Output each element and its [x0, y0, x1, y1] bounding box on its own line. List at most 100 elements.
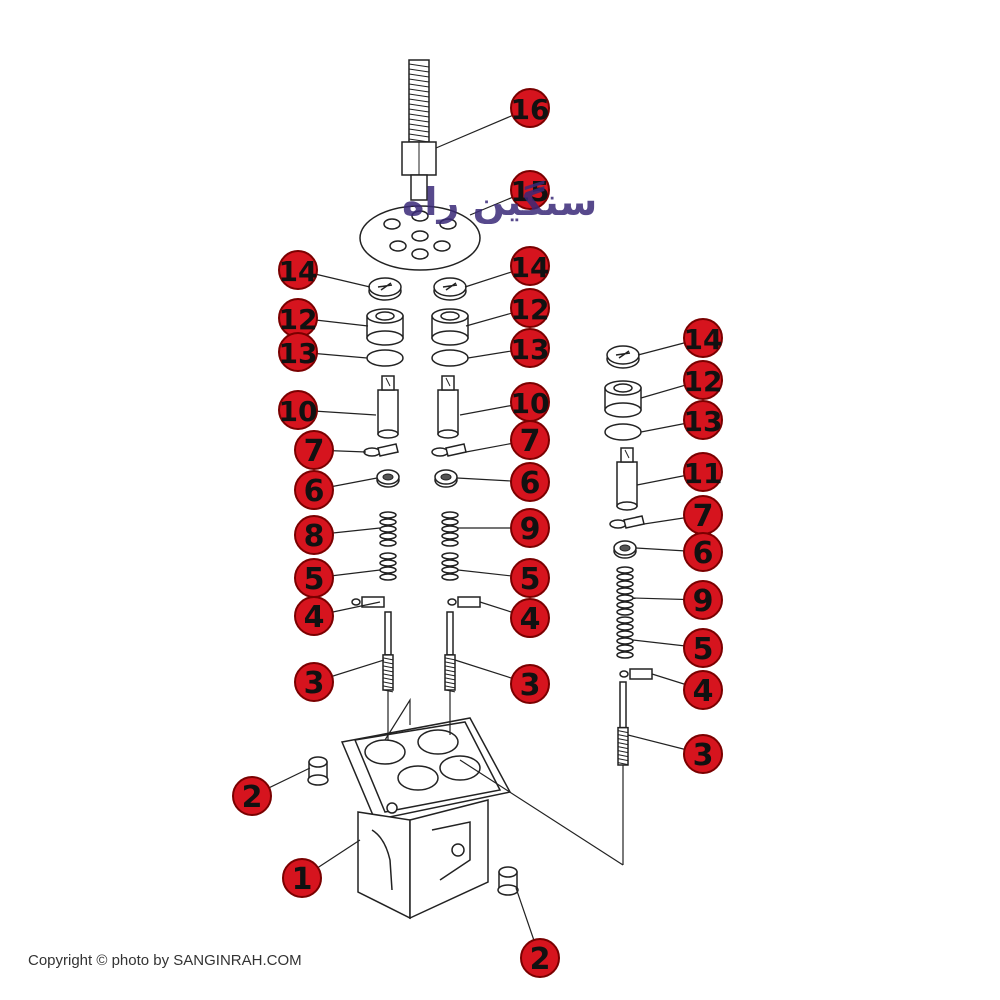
callout-label: 7 — [693, 499, 714, 534]
stem-left — [382, 611, 394, 693]
callout-c12b: 12 — [510, 288, 550, 328]
callout-circle — [683, 628, 723, 668]
callout-c14c: 14 — [683, 318, 723, 358]
callout-label: 2 — [242, 780, 263, 815]
callout-circle — [282, 858, 322, 898]
plunger-right — [616, 447, 638, 511]
callout-label: 13 — [511, 333, 550, 366]
callout-circle — [278, 332, 318, 372]
sleeve-middle — [431, 308, 469, 346]
callout-label: 12 — [684, 365, 723, 398]
callout-circle — [510, 88, 550, 128]
cap-left — [368, 277, 402, 301]
oring-right — [604, 423, 642, 441]
parts-drawing — [307, 59, 653, 920]
callout-c5c: 5 — [683, 628, 723, 668]
callout-circle — [683, 318, 723, 358]
callout-circle — [510, 664, 550, 704]
pin-middle — [447, 596, 481, 608]
callout-label: 12 — [511, 293, 550, 326]
callout-c5a: 5 — [294, 558, 334, 598]
callout-circle — [294, 470, 334, 510]
callout-label: 10 — [279, 395, 318, 428]
callout-label: 9 — [693, 584, 714, 619]
spring-right-upper — [616, 566, 634, 616]
callout-circle — [294, 662, 334, 702]
callout-c7c: 7 — [683, 495, 723, 535]
callout-c10a: 10 — [278, 390, 318, 430]
distribution-plate — [359, 205, 481, 271]
callout-c13c: 13 — [683, 400, 723, 440]
callout-circle — [510, 598, 550, 638]
guide-line-2 — [384, 697, 411, 741]
plunger-left — [377, 375, 399, 439]
callout-c9b: 9 — [683, 580, 723, 620]
spring-left-lower — [379, 552, 397, 581]
callout-c8: 8 — [294, 515, 334, 555]
callout-c4b: 4 — [510, 598, 550, 638]
plunger-middle — [437, 375, 459, 439]
callout-label: 5 — [693, 632, 714, 667]
callout-circle — [683, 532, 723, 572]
callout-c3c: 3 — [683, 734, 723, 774]
guide-line-4 — [459, 759, 624, 866]
callout-c13a: 13 — [278, 332, 318, 372]
callout-label: 7 — [520, 424, 541, 459]
callout-label: 14 — [279, 255, 318, 288]
callout-label: 6 — [520, 466, 541, 501]
callout-circle — [294, 430, 334, 470]
copyright-footer: Copyright © photo by SANGINRAH.COM — [28, 952, 302, 969]
callout-c6a: 6 — [294, 470, 334, 510]
pin-left — [351, 596, 385, 608]
callout-label: 3 — [693, 738, 714, 773]
callout-c5b: 5 — [510, 558, 550, 598]
callout-circle — [683, 580, 723, 620]
callout-c15: 15 — [510, 170, 550, 210]
callout-c12a: 12 — [278, 298, 318, 338]
callout-c7a: 7 — [294, 430, 334, 470]
callout-circle — [510, 170, 550, 210]
callout-c3a: 3 — [294, 662, 334, 702]
callout-c16: 16 — [510, 88, 550, 128]
valve-housing — [340, 717, 512, 920]
callout-label: 9 — [520, 512, 541, 547]
clip-left — [363, 443, 399, 457]
callout-label: 13 — [684, 405, 723, 438]
nut-right — [613, 540, 637, 559]
callout-c6c: 6 — [683, 532, 723, 572]
stud-bolt — [401, 59, 437, 201]
cap-right — [606, 345, 640, 369]
callout-circle — [278, 250, 318, 290]
callout-label: 10 — [511, 387, 550, 420]
oring-left — [366, 349, 404, 367]
callout-label: 16 — [511, 93, 550, 126]
callout-c2b: 2 — [520, 938, 560, 978]
callout-label: 15 — [511, 175, 550, 208]
sleeve-left — [366, 308, 404, 346]
callout-c6b: 6 — [510, 462, 550, 502]
callout-label: 8 — [304, 519, 325, 554]
callout-circle — [510, 246, 550, 286]
callout-c13b: 13 — [510, 328, 550, 368]
spring-middle-upper — [441, 511, 459, 547]
cap-middle — [433, 277, 467, 301]
callout-circle — [510, 558, 550, 598]
callout-c11: 11 — [683, 452, 723, 492]
callout-c9a: 9 — [510, 508, 550, 548]
clip-right — [609, 515, 645, 529]
callout-c14a: 14 — [278, 250, 318, 290]
callout-circle — [232, 776, 272, 816]
callout-label: 4 — [693, 674, 714, 709]
callout-circle — [520, 938, 560, 978]
nut-middle — [434, 469, 458, 488]
callout-c7b: 7 — [510, 420, 550, 460]
nut-left — [376, 469, 400, 488]
callout-circle — [294, 596, 334, 636]
sleeve-right — [604, 380, 642, 418]
callout-circle — [510, 420, 550, 460]
callout-circle — [683, 734, 723, 774]
callout-label: 14 — [511, 251, 550, 284]
callout-c12c: 12 — [683, 360, 723, 400]
plug-upper — [307, 756, 329, 786]
